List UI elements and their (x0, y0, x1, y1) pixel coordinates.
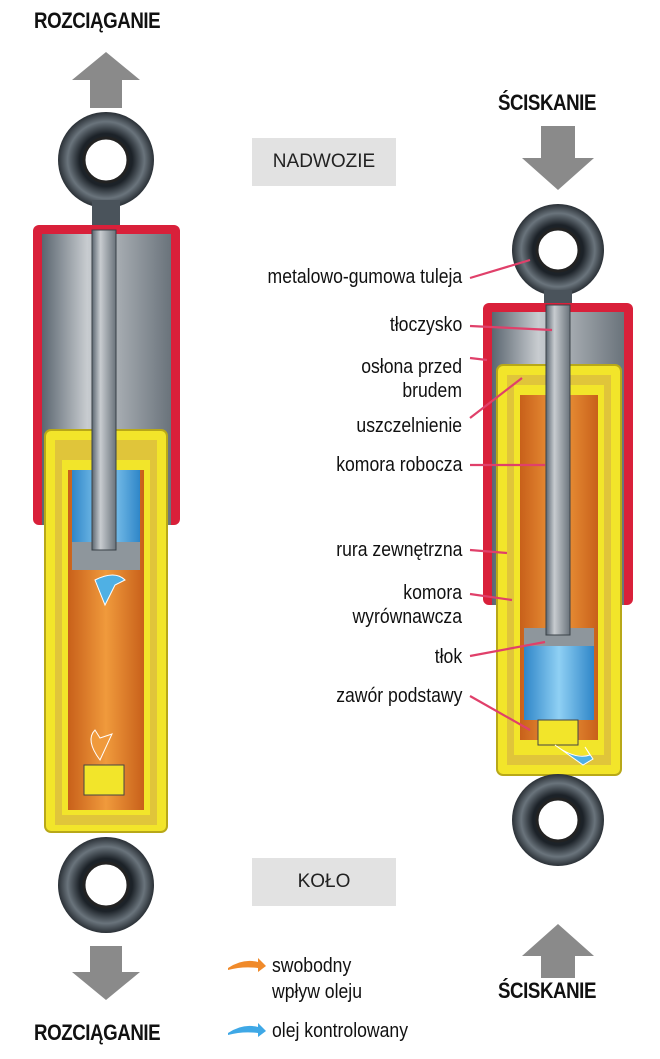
right-bottom-label: ŚCISKANIE (498, 978, 597, 1003)
part-label: zawór podstawy (335, 685, 462, 707)
arrow-down-icon (72, 946, 140, 1000)
part-label: komora wyrównawcza (352, 582, 462, 628)
arrow-down-icon (522, 126, 594, 190)
arrow-up-icon (72, 52, 140, 108)
part-label: tłok (434, 646, 462, 668)
part-label: uszczelnienie (356, 415, 462, 437)
part-label: komora robocza (335, 454, 462, 476)
wheel-box: KOŁO (252, 858, 396, 906)
part-label: rura zewnętrzna (335, 539, 462, 561)
legend-free-flow: swobodny wpływ oleju (272, 955, 362, 1003)
right-shock-absorber (483, 204, 633, 866)
left-top-label: ROZCIĄGANIE (34, 8, 161, 33)
controlled-oil-icon (228, 1023, 266, 1037)
part-label: metalowo-gumowa tuleja (267, 266, 462, 288)
left-bottom-label: ROZCIĄGANIE (34, 1020, 161, 1045)
part-label: osłona przed brudem (361, 356, 462, 402)
right-top-label: ŚCISKANIE (498, 90, 597, 115)
left-shock-absorber (33, 112, 180, 933)
legend-controlled: olej kontrolowany (272, 1020, 408, 1042)
arrow-up-icon (522, 924, 594, 978)
free-oil-flow-icon (228, 958, 266, 972)
body-box: NADWOZIE (252, 138, 396, 186)
leader-lines (469, 258, 553, 731)
part-label: tłoczysko (389, 314, 462, 336)
